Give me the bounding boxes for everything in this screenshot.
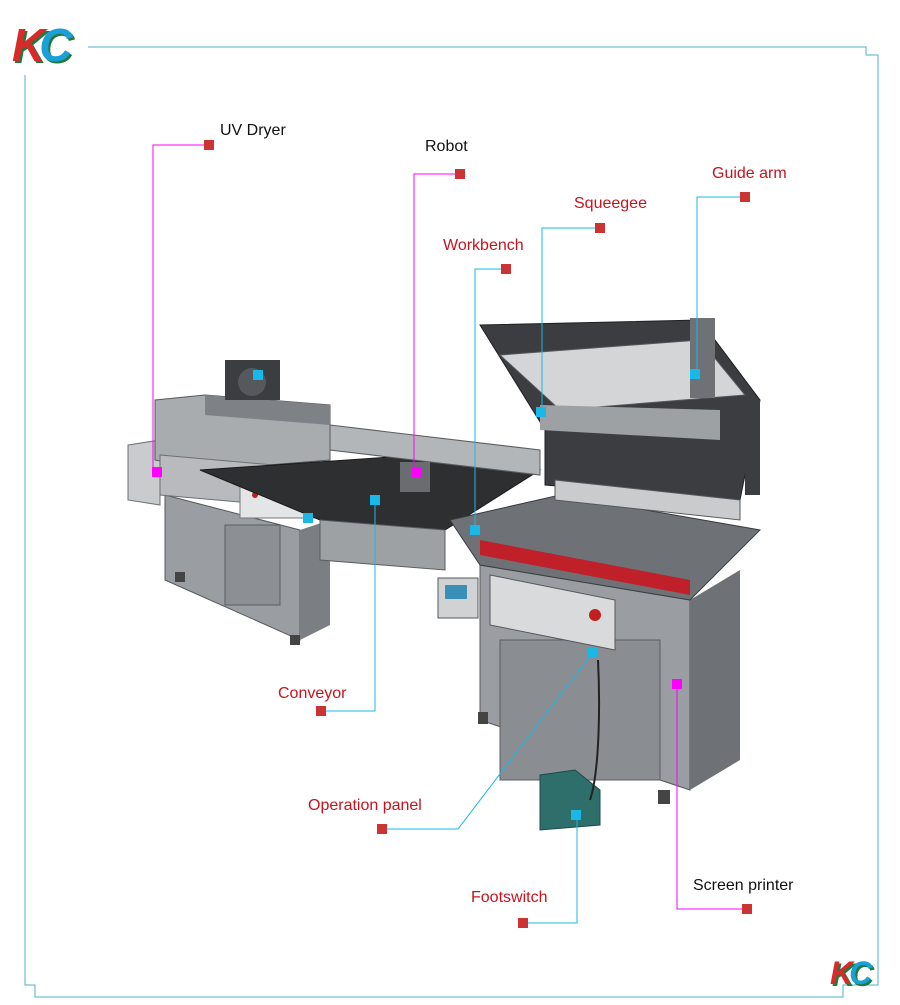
label-footswitch: Footswitch bbox=[471, 889, 548, 906]
kc-logo-bottom: KC bbox=[830, 955, 872, 991]
squeegee-label-marker bbox=[595, 223, 605, 233]
conveyor-line bbox=[321, 500, 376, 712]
uv-lamp-marker bbox=[253, 370, 263, 380]
kc-logo-top: KC bbox=[12, 19, 73, 71]
robot-label-marker bbox=[455, 169, 465, 179]
label-uv-dryer: UV Dryer bbox=[220, 122, 286, 139]
guide-arm-marker bbox=[690, 369, 700, 379]
footswitch-marker bbox=[571, 810, 581, 820]
conveyor-side-marker bbox=[303, 513, 313, 523]
operation-panel-marker bbox=[588, 647, 598, 657]
screen-printer-line bbox=[676, 684, 747, 910]
label-guide-arm: Guide arm bbox=[712, 165, 787, 182]
label-screen-printer: Screen printer bbox=[693, 877, 794, 894]
label-squeegee: Squeegee bbox=[574, 195, 647, 212]
robot-line bbox=[413, 173, 460, 473]
markers bbox=[152, 140, 752, 928]
uv-dryer-marker bbox=[152, 467, 162, 477]
workbench-label-marker bbox=[501, 264, 511, 274]
conveyor-marker bbox=[370, 495, 380, 505]
label-conveyor: Conveyor bbox=[278, 685, 347, 702]
footswitch-label-marker bbox=[518, 918, 528, 928]
frame-border bbox=[24, 46, 879, 998]
guide-arm-label-marker bbox=[740, 192, 750, 202]
uv-dryer-label-marker bbox=[204, 140, 214, 150]
operation-panel-line bbox=[382, 651, 594, 830]
label-robot: Robot bbox=[425, 138, 468, 155]
machine-illustration bbox=[127, 318, 762, 831]
label-workbench: Workbench bbox=[443, 237, 524, 254]
conveyor-label-marker bbox=[316, 706, 326, 716]
robot-marker bbox=[412, 467, 422, 477]
screen-printer-label-marker bbox=[742, 904, 752, 914]
label-operation-panel: Operation panel bbox=[308, 797, 422, 814]
workbench-marker bbox=[470, 525, 480, 535]
operation-panel-label-marker bbox=[377, 824, 387, 834]
squeegee-marker bbox=[536, 407, 546, 417]
screen-printer-marker bbox=[672, 679, 682, 689]
workbench-line bbox=[474, 268, 506, 530]
